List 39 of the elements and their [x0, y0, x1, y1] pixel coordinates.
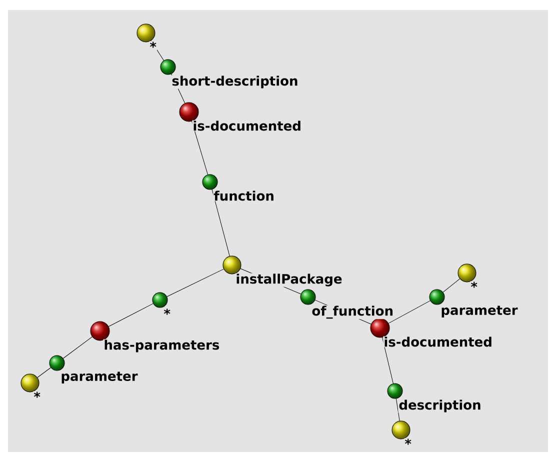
- ball-node: [429, 289, 445, 305]
- node-label: function: [213, 190, 275, 202]
- ball-node: [392, 420, 410, 440]
- connector-line: [442, 278, 460, 292]
- ball-node: [160, 59, 176, 75]
- connector-line: [108, 303, 154, 327]
- ball-node: [90, 321, 110, 341]
- connector-line: [37, 367, 52, 378]
- ball-node: [458, 264, 476, 282]
- node-label: description: [398, 399, 482, 413]
- ball-node: [20, 374, 40, 392]
- node-label: is-documented: [383, 336, 493, 348]
- connector-line: [396, 398, 400, 422]
- ball-node: [300, 289, 316, 305]
- node-label: short-description: [171, 75, 299, 89]
- ball-node: [179, 102, 199, 122]
- connector-line: [212, 189, 230, 256]
- node-label: *: [470, 281, 478, 292]
- ball-node: [222, 256, 242, 274]
- node-label: *: [404, 438, 412, 449]
- node-label: has-parameters: [103, 339, 220, 353]
- ball-node: [136, 24, 156, 42]
- connector-line: [166, 268, 224, 297]
- node-label: *: [149, 41, 157, 52]
- node-label: installPackage: [235, 273, 343, 287]
- node-label: *: [33, 391, 41, 402]
- node-label: *: [163, 308, 171, 319]
- ball-node: [49, 355, 65, 371]
- ball-node: [152, 292, 168, 308]
- connector-line: [62, 336, 92, 359]
- ball-node: [387, 383, 403, 399]
- ball-node: [370, 318, 390, 338]
- node-label: parameter: [60, 371, 138, 384]
- connector-line: [382, 337, 394, 384]
- node-label: of_function: [311, 305, 394, 320]
- connector-line: [388, 300, 430, 324]
- ball-node: [202, 174, 218, 190]
- node-label: is-documented: [192, 120, 302, 132]
- node-label: parameter: [440, 305, 518, 318]
